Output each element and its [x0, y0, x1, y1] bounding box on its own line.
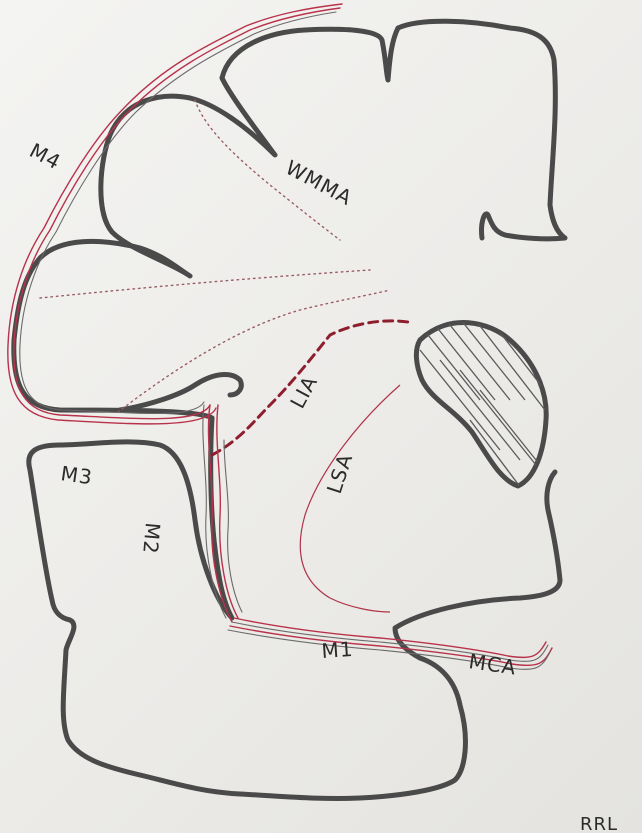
lsa-curve — [300, 385, 400, 612]
wmma-dotted-lower — [118, 290, 390, 412]
label-m2: M2 — [138, 522, 165, 556]
label-m3: M3 — [59, 461, 94, 489]
inner-gyrus-outline — [120, 375, 241, 410]
label-wmma: WMMA — [282, 155, 357, 210]
label-lia: LIA — [285, 371, 322, 412]
putamen-outline — [416, 323, 546, 486]
label-m1: M1 — [321, 637, 355, 663]
signature: RRL — [580, 814, 618, 833]
m3-m4-vessel — [8, 4, 342, 424]
wmma-dotted-mid — [40, 270, 370, 298]
temporal-lobe-outline — [29, 418, 560, 799]
label-m4: M4 — [26, 138, 66, 174]
upper-cortex-outline — [14, 21, 565, 418]
putamen-hatching — [400, 300, 575, 500]
label-lsa: LSA — [322, 450, 357, 496]
label-mca: MCA — [467, 649, 518, 679]
